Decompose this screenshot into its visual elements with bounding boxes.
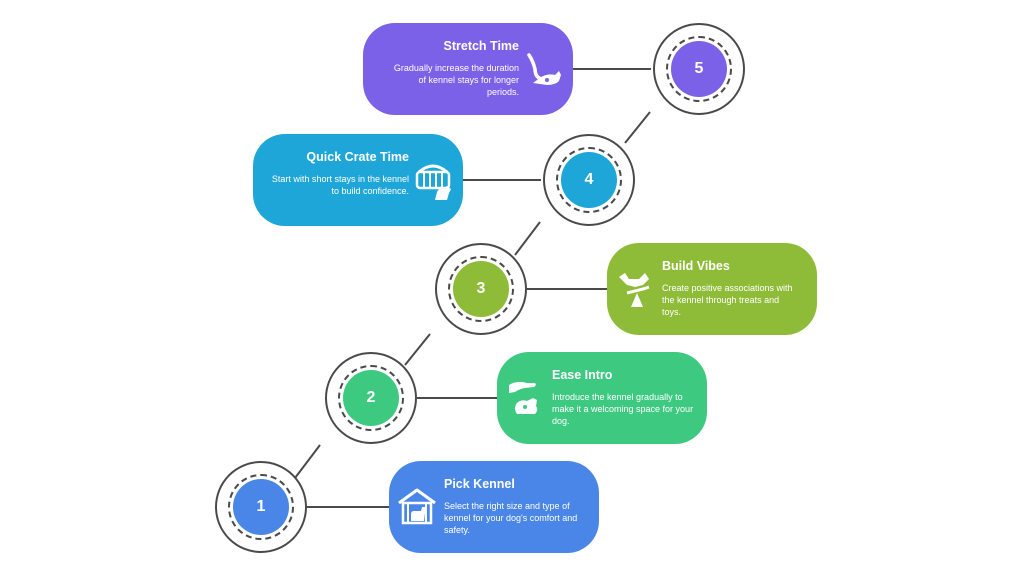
step-2-card: Ease Intro Introduce the kennel graduall… xyxy=(497,352,707,444)
step-3-circle: 3 xyxy=(435,243,527,335)
step-5-card: Stretch Time Gradually increase the dura… xyxy=(363,23,573,115)
step-1-title: Pick Kennel xyxy=(444,477,515,491)
step-1-card: Pick Kennel Select the right size and ty… xyxy=(389,461,599,553)
hand-dog-icon xyxy=(503,376,547,420)
step-4-number: 4 xyxy=(561,152,617,208)
step-5-description: Gradually increase the duration of kenne… xyxy=(393,63,519,97)
step-5-number: 5 xyxy=(671,41,727,97)
step-2-title: Ease Intro xyxy=(552,368,613,382)
step-3-number: 3 xyxy=(453,261,509,317)
kennel-icon xyxy=(395,485,439,529)
step-5-circle: 5 xyxy=(653,23,745,115)
step-3-description: Create positive associations with the ke… xyxy=(662,283,793,317)
step-3-title: Build Vibes xyxy=(662,259,730,273)
step-2-circle: 2 xyxy=(325,352,417,444)
connector-1-2 xyxy=(294,444,321,479)
stretching-dog-icon xyxy=(521,47,565,91)
step-2-number: 2 xyxy=(343,370,399,426)
playing-dog-icon xyxy=(613,267,657,311)
step-4-title: Quick Crate Time xyxy=(306,150,409,164)
step-1-description: Select the right size and type of kennel… xyxy=(444,501,578,535)
step-4-description: Start with short stays in the kennel to … xyxy=(271,174,409,196)
step-5-title: Stretch Time xyxy=(443,39,520,53)
step-4-card: Quick Crate Time Start with short stays … xyxy=(253,134,463,226)
step-1-number: 1 xyxy=(233,479,289,535)
step-4-circle: 4 xyxy=(543,134,635,226)
connector-4-5 xyxy=(624,111,651,144)
step-3-card: Build Vibes Create positive associations… xyxy=(607,243,817,335)
crate-dog-icon xyxy=(411,158,455,202)
step-2-description: Introduce the kennel gradually to make i… xyxy=(552,392,694,426)
connector-2-3 xyxy=(404,333,431,366)
connector-3-4 xyxy=(514,221,541,256)
step-1-circle: 1 xyxy=(215,461,307,553)
